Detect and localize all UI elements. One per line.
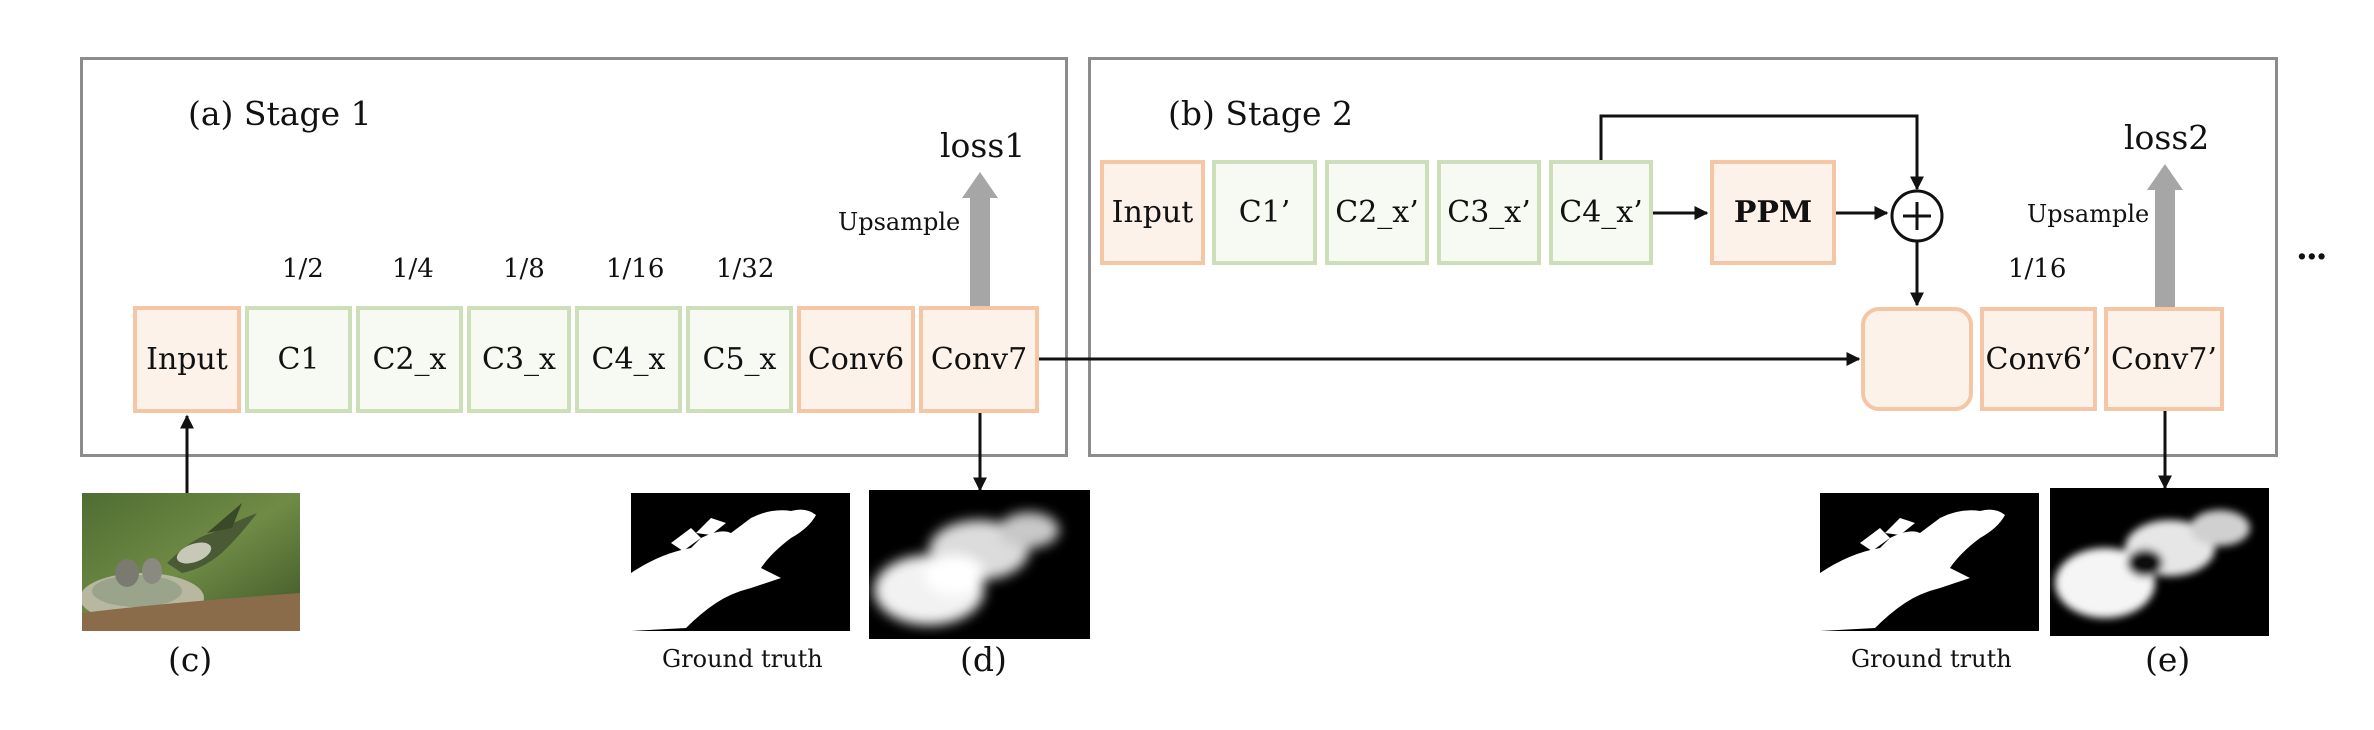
- scale-label-c4: 1/16: [606, 254, 665, 284]
- stage1-loss-label: loss1: [940, 126, 1026, 165]
- stage1-c1-block: C1: [245, 306, 352, 413]
- label-e: (e): [2145, 640, 2191, 679]
- stage1-frame: [80, 57, 1068, 457]
- ground-truth-mask-1: [631, 493, 850, 631]
- stage2-c3-block: C3_x’: [1437, 160, 1541, 265]
- ground-truth-label-2: Ground truth: [1851, 645, 2012, 673]
- stage1-conv6-block: Conv6: [797, 306, 915, 413]
- stage1-title: (a) Stage 1: [188, 94, 372, 133]
- ellipsis-label: ...: [2296, 228, 2327, 268]
- scale-label-c1: 1/2: [282, 254, 324, 284]
- stage1-c4-block: C4_x: [575, 306, 682, 413]
- stage2-upsample-label: Upsample: [2027, 200, 2150, 228]
- stage2-scale-label: 1/16: [2008, 254, 2067, 284]
- scale-label-c2: 1/4: [392, 254, 434, 284]
- label-d: (d): [960, 640, 1007, 679]
- stage2-frame: [1088, 57, 2278, 457]
- stage1-conv7-block: Conv7: [919, 306, 1039, 413]
- stage2-conv7-block: Conv7’: [2104, 307, 2224, 411]
- label-c: (c): [168, 640, 213, 679]
- stage2-fusion-block: [1861, 307, 1973, 411]
- stage1-upsample-label: Upsample: [838, 208, 961, 236]
- stage1-upsample-arrow: [962, 172, 998, 306]
- stage2-upsample-arrow: [2147, 164, 2183, 307]
- stage1-input-block: Input: [133, 306, 241, 413]
- stage1-c5-block: C5_x: [686, 306, 793, 413]
- stage2-c1-block: C1’: [1212, 160, 1317, 265]
- stage2-prediction-map: [2050, 488, 2269, 636]
- scale-label-c3: 1/8: [503, 254, 545, 284]
- stage2-c2-block: C2_x’: [1325, 160, 1429, 265]
- stage1-c3-block: C3_x: [467, 306, 571, 413]
- stage2-loss-label: loss2: [2124, 118, 2210, 157]
- stage1-prediction-map: [869, 490, 1090, 639]
- stage2-conv6-block: Conv6’: [1980, 307, 2097, 411]
- scale-label-c5: 1/32: [716, 254, 775, 284]
- input-bird-photo: [82, 493, 300, 631]
- stage2-c4-block: C4_x’: [1549, 160, 1653, 265]
- ground-truth-label-1: Ground truth: [662, 645, 823, 673]
- ground-truth-mask-2: [1820, 493, 2039, 631]
- stage2-ppm-block: PPM: [1710, 160, 1836, 265]
- stage2-title: (b) Stage 2: [1168, 94, 1354, 133]
- skip-connection-arrow: [1599, 114, 1924, 191]
- stage1-c2-block: C2_x: [356, 306, 463, 413]
- stage2-input-block: Input: [1100, 160, 1205, 265]
